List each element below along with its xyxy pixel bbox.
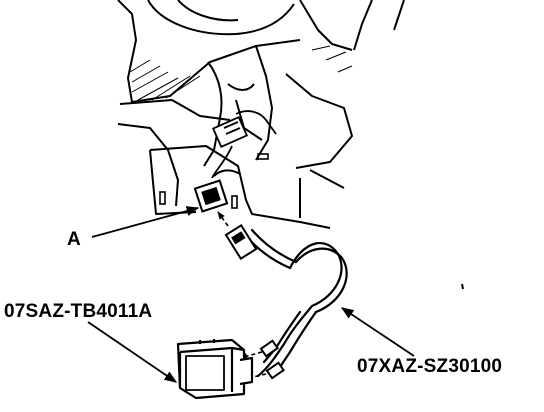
mounting-slots [159, 153, 269, 209]
callout-harness-part-number: 07XAZ-SZ30100 [357, 356, 503, 377]
hatching [129, 45, 353, 101]
vehicle-connector-upper [211, 110, 277, 179]
callout-a: A [67, 229, 81, 250]
leader-lines [87, 206, 415, 383]
control-unit [176, 338, 254, 400]
harness-connector [224, 223, 258, 261]
dashboard-structure [117, 0, 405, 229]
harness-plugs [259, 339, 285, 380]
reference-mark [461, 283, 464, 290]
extension-harness [244, 228, 348, 378]
connector-a [193, 169, 241, 213]
callout-unit-part-number: 07SAZ-TB4011A [4, 301, 153, 322]
